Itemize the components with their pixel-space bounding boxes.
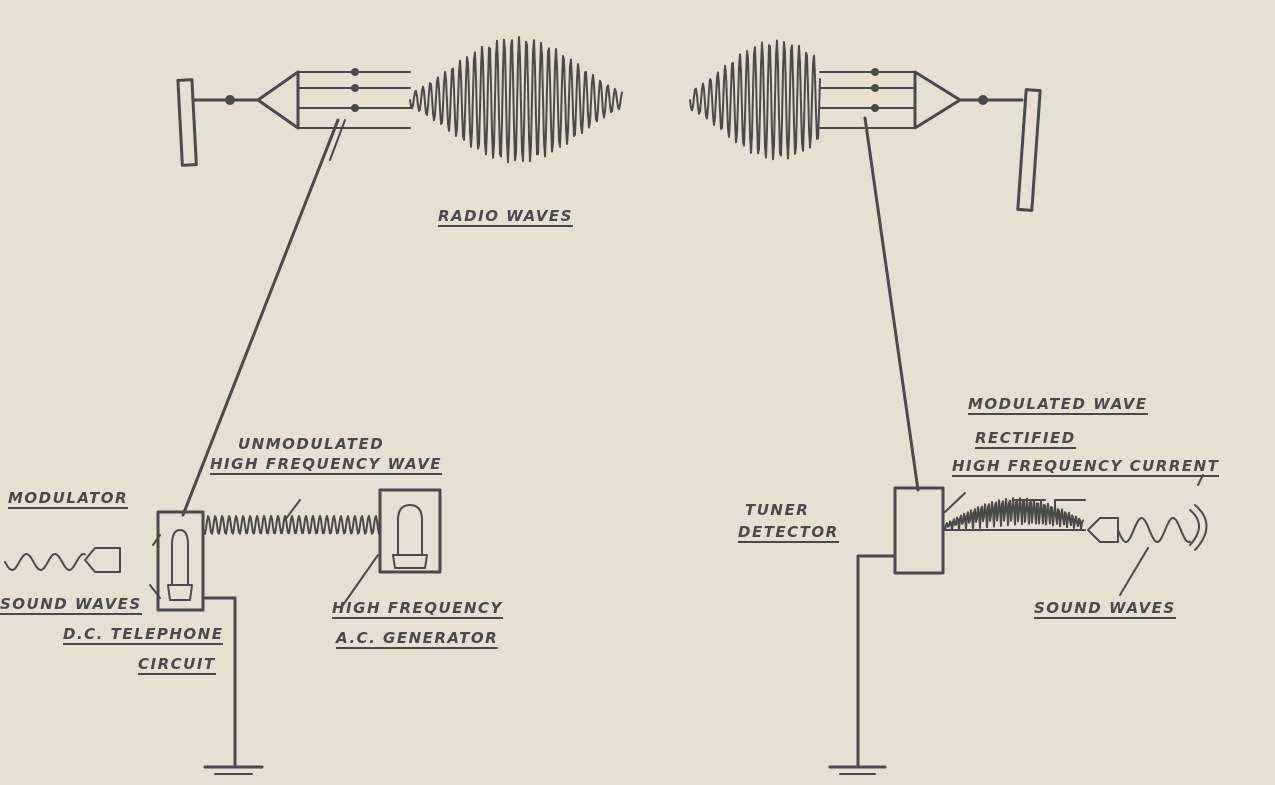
receive-ground — [828, 554, 897, 775]
modulated-wave-label: MODULATED WAVE — [968, 395, 1148, 415]
receive-antenna — [819, 68, 1042, 212]
unmodulated-wave — [202, 515, 381, 535]
rectified-current-wave — [944, 497, 1084, 531]
high-frequency-wave-label: HIGH FREQUENCY WAVE — [210, 455, 443, 475]
output-sound-wave — [1117, 517, 1191, 543]
circuit-label: CIRCUIT — [138, 655, 216, 675]
receiver-earphone-icon — [1087, 517, 1119, 543]
unmodulated-label: UNMODULATED — [238, 435, 385, 453]
high-frequency-current-label: HIGH FREQUENCY CURRENT — [952, 457, 1220, 477]
receive-feed-line — [863, 116, 920, 492]
hf-generator-unit — [378, 488, 442, 574]
rectified-label: RECTIFIED — [975, 429, 1076, 449]
sound-waves-left-label: SOUND WAVES — [0, 595, 142, 615]
transmit-feed-line — [181, 118, 340, 517]
received-radio-wave — [689, 39, 821, 161]
ear-icon — [1189, 474, 1208, 551]
transmit-antenna — [176, 68, 411, 167]
high-frequency-label: HIGH FREQUENCY — [332, 599, 503, 619]
modulator-unit — [156, 510, 205, 612]
ac-generator-label: A.C. GENERATOR — [336, 629, 499, 649]
tuner-label: TUNER — [745, 501, 810, 519]
dc-telephone-label: D.C. TELEPHONE — [63, 625, 224, 645]
input-sound-wave — [4, 553, 86, 571]
microphone-icon — [84, 547, 121, 573]
transmit-ground — [201, 596, 264, 775]
tuner-detector-unit — [893, 486, 945, 575]
transmitted-radio-wave — [409, 36, 623, 164]
radio-waves-label: RADIO WAVES — [438, 207, 573, 227]
modulator-label: MODULATOR — [8, 489, 129, 509]
sound-waves-right-label: SOUND WAVES — [1034, 599, 1176, 619]
detector-label: DETECTOR — [738, 523, 839, 543]
